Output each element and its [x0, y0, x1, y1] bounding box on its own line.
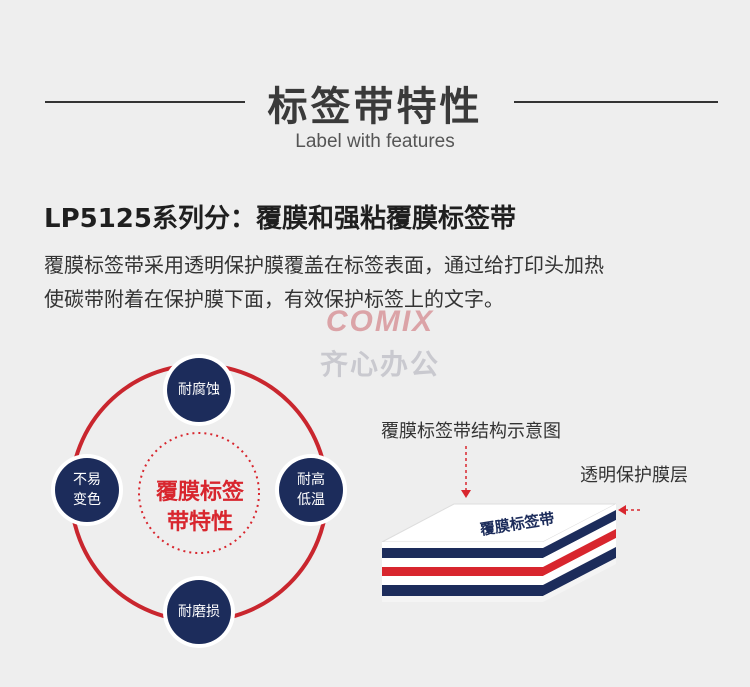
side-layer-navy-2: [543, 547, 616, 596]
node-left-line-2: 变色: [73, 492, 101, 508]
logo-brand-text: COMIX: [325, 305, 435, 338]
layer-arrow-head: [618, 505, 626, 515]
node-label-right: 耐高 低温: [297, 470, 325, 510]
front-layer-red: [382, 567, 543, 576]
feature-center-label: 覆膜标签 带特性: [140, 478, 260, 538]
front-layer-white-4: [382, 596, 543, 602]
side-layer-white-4: [543, 558, 616, 602]
side-layer-white-2: [543, 520, 616, 567]
logo-chinese-text: 齐心办公: [319, 348, 440, 381]
protective-layer-label: 透明保护膜层: [580, 465, 688, 486]
inner-dotted-ring: [138, 432, 260, 554]
side-layer-red: [543, 529, 616, 576]
side-layer-navy-1: [543, 510, 616, 558]
label-tape-structure-box: 覆膜标签带: [381, 446, 640, 602]
header-rule-left: [45, 101, 245, 103]
feature-node-temperature-resistant: 耐高 低温: [279, 458, 343, 522]
section-title: 标签带特性: [267, 84, 483, 130]
title-arrow-head: [461, 490, 471, 498]
front-layer-white-1: [382, 542, 543, 548]
node-right-line-1: 耐高: [297, 472, 325, 488]
side-layer-white-1: [543, 504, 616, 548]
section-subtitle: Label with features: [295, 131, 455, 152]
description-line-2: 使碳带附着在保护膜下面，有效保护标签上的文字。: [44, 287, 504, 311]
front-layer-navy-1: [382, 548, 543, 558]
side-layer-white-3: [543, 538, 616, 585]
description-line-1: 覆膜标签带采用透明保护膜覆盖在标签表面，通过给打印头加热: [44, 253, 604, 277]
front-layer-white-3: [382, 576, 543, 585]
center-label-line-2: 带特性: [166, 510, 233, 535]
feature-node-corrosion-resistant: 耐腐蚀: [167, 358, 231, 422]
front-layer-white-2: [382, 558, 543, 567]
comix-watermark-logo: COMIX 齐心办公: [290, 305, 470, 385]
description-paragraph: 覆膜标签带采用透明保护膜覆盖在标签表面，通过给打印头加热 使碳带附着在保护膜下面…: [44, 248, 724, 316]
node-label-bottom: 耐磨损: [178, 604, 220, 620]
front-layer-navy-2: [382, 585, 543, 596]
structure-diagram-title: 覆膜标签带结构示意图: [381, 421, 561, 442]
product-heading: LP5125系列分：覆膜和强粘覆膜标签带: [44, 204, 516, 234]
node-label-left: 不易 变色: [73, 470, 101, 510]
node-label-top: 耐腐蚀: [178, 382, 220, 398]
node-left-line-1: 不易: [73, 472, 101, 488]
center-label-line-1: 覆膜标签: [155, 480, 244, 505]
header-rule-right: [514, 101, 718, 103]
feature-node-abrasion-resistant: 耐磨损: [167, 580, 231, 644]
node-right-line-2: 低温: [297, 492, 325, 508]
feature-node-colorfast: 不易 变色: [55, 458, 119, 522]
